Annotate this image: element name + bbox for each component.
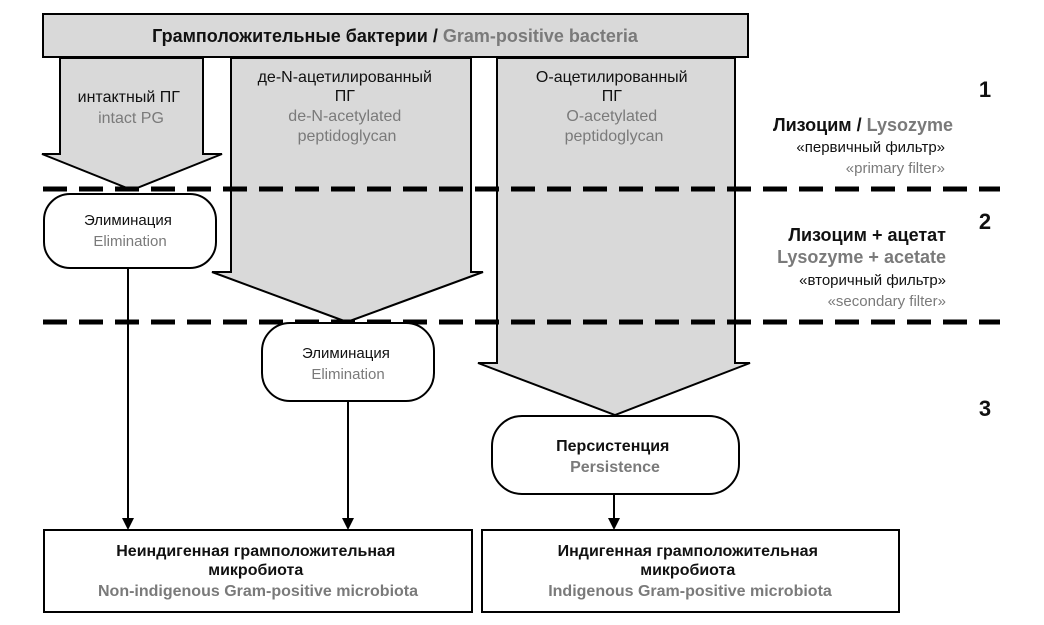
stage-1-title: Лизоцим / Lysozyme	[773, 115, 953, 135]
persistence-box	[491, 415, 740, 495]
indigenous-microbiota-label: Индигенная грамположительная микробиота …	[548, 543, 832, 600]
stage-1-note-en: «primary filter»	[846, 160, 945, 177]
column-intact-label: интактный ПГ intact PG	[78, 89, 185, 127]
stage-number-1: 1	[979, 77, 991, 102]
elimination-2-label: Элиминация Elimination	[302, 345, 394, 383]
indigenous-microbiota-box	[481, 529, 900, 613]
elimination-box-1	[43, 193, 217, 269]
non-indigenous-microbiota-label: Неиндигенная грамположительная микробиот…	[98, 543, 418, 600]
header-title: Грамположительные бактерии / Gram-positi…	[152, 26, 639, 46]
persistence-label: Персистенция Persistence	[556, 438, 674, 476]
elimination-box-2	[261, 322, 435, 402]
stage-1-note-ru: «первичный фильтр»	[796, 139, 945, 156]
elimination-1-label: Элиминация Elimination	[84, 212, 176, 250]
non-indigenous-microbiota-box	[43, 529, 473, 613]
arrow-o-acetylated-pg	[477, 57, 751, 417]
column-o-acetylated-label: О-ацетилированный ПГ O-acetylated peptid…	[536, 69, 692, 145]
column-de-n-acetylated-label: де-N-ацетилированный ПГ de-N-acetylated …	[258, 69, 437, 145]
stage-number-3: 3	[979, 396, 991, 421]
stage-number-2: 2	[979, 209, 991, 234]
stage-2-title-en: Lysozyme + acetate	[777, 247, 946, 267]
stage-2-note-en: «secondary filter»	[828, 293, 946, 310]
header-bar	[42, 13, 749, 58]
stage-2-note-ru: «вторичный фильтр»	[799, 272, 946, 289]
stage-2-title-ru: Лизоцим + ацетат	[788, 225, 946, 245]
arrow-intact-pg	[41, 57, 223, 192]
